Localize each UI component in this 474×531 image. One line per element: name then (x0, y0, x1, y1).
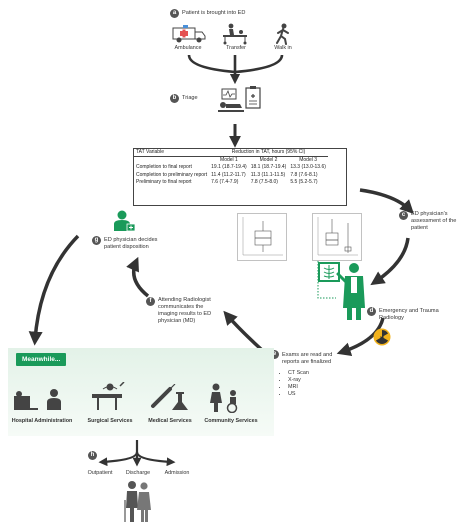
step-d-badge: d (367, 307, 376, 316)
elderly-couple-icon (124, 481, 151, 522)
step-b-badge: b (170, 94, 179, 103)
c-to-d-arrow (370, 237, 410, 286)
tat-cell: 7.8 (7.5-8.0) (250, 178, 278, 185)
exam-type-item: CT Scan (288, 370, 309, 377)
exam-type-list: CT Scan X-ray MRI US (280, 370, 309, 398)
step-f-label: Attending Radiologist communicates the i… (158, 297, 212, 324)
meanwhile-banner: Meanwhile... (16, 353, 67, 366)
triage-icon (218, 86, 261, 112)
boxplot-thumbnail-2 (312, 213, 362, 261)
radiology-dotted-connector (317, 255, 336, 299)
surgical-services-icon (92, 382, 125, 410)
step-a-label: Patient is brought into ED (182, 10, 246, 16)
step-g-label: ED physician decides patient disposition (104, 237, 158, 250)
tat-table-box: TAT Variable Reduction in TAT, hours (95… (133, 148, 347, 206)
transfer-icon (223, 23, 247, 45)
ambulance-icon (172, 25, 206, 43)
tat-row-label: Preliminary to final report (136, 178, 192, 185)
e-to-f-arrow (223, 310, 264, 352)
walking-person-icon (276, 23, 289, 45)
tat-cell: 7.6 (7.4-7.9) (211, 178, 239, 185)
tat-column-header: Model 2 (259, 157, 278, 164)
tat-cell: 5.5 (5.2-5.7) (290, 178, 318, 185)
tat-cell: 18.1 (18.7-19.4) (250, 164, 287, 171)
tat-cell: 11.3 (11.1-11.5) (250, 171, 286, 178)
f-to-g-arrow (126, 256, 150, 298)
tat-cell: 7.8 (7.6-8.1) (290, 171, 318, 178)
boxplot-thumbnail-1 (237, 213, 287, 261)
step-e-badge: e (270, 350, 279, 359)
arrival-ambulance-label: Ambulance (174, 45, 202, 51)
tat-column-header: Model 3 (299, 157, 318, 164)
radiologist-xray-icon (318, 262, 365, 320)
tat-row-label: Completion to final report (136, 164, 192, 171)
service-label-medical: Medical Services (148, 418, 192, 424)
step-c-badge: c (399, 211, 408, 220)
table-to-c-arrow (359, 188, 414, 214)
step-b-label: Triage (182, 95, 198, 101)
exam-type-item: MRI (288, 384, 309, 391)
service-label-hospital-administration: Hospital Administration (11, 418, 73, 424)
step-d-label: Emergency and Trauma Radiology (379, 308, 439, 321)
disposition-admission-label: Admission (164, 470, 190, 476)
radiation-icon (373, 328, 391, 346)
disposition-outpatient-label: Outpatient (87, 470, 113, 476)
tat-cell: 13.3 (13.0-13.6) (290, 164, 326, 171)
tat-variable-header: TAT Variable (134, 149, 210, 158)
disposition-split-arrow (98, 451, 176, 467)
service-label-community: Community Services (204, 418, 258, 424)
step-f-badge: f (146, 297, 155, 306)
tat-cell: 11.4 (11.2-11.7) (211, 171, 246, 178)
medical-services-icon (151, 384, 188, 410)
tat-table: TAT Variable Reduction in TAT, hours (95… (134, 149, 328, 186)
step-h-badge: h (88, 451, 97, 460)
tat-cell: 19.1 (18.7-19.4) (211, 164, 247, 171)
d-to-e-arrow (336, 317, 385, 356)
community-services-icon (210, 383, 238, 413)
step-c-label: ED physician's assessment of the patient (411, 211, 457, 231)
exam-type-item: US (288, 391, 309, 398)
arrival-walk-in-label: Walk in (274, 45, 292, 51)
exam-type-item: X-ray (288, 377, 309, 384)
step-g-badge: g (92, 236, 101, 245)
tat-column-header: Model 1 (220, 157, 238, 164)
tat-row-label: Completion to preliminary report (136, 171, 208, 178)
g-to-meanwhile-arrow (28, 234, 80, 346)
disposition-discharge-label: Discharge (125, 470, 151, 476)
tat-group-header: Reduction in TAT, hours (95% CI) (209, 149, 328, 158)
step-e-label: Exams are read and reports are finalized (282, 352, 333, 365)
arrival-merge-arrow (187, 54, 284, 85)
hospital-administration-icon (14, 389, 61, 410)
step-a-badge: a (170, 9, 179, 18)
service-label-surgical: Surgical Services (87, 418, 133, 424)
ed-physician-icon (114, 210, 136, 232)
arrival-transfer-label: Transfer (226, 45, 246, 51)
